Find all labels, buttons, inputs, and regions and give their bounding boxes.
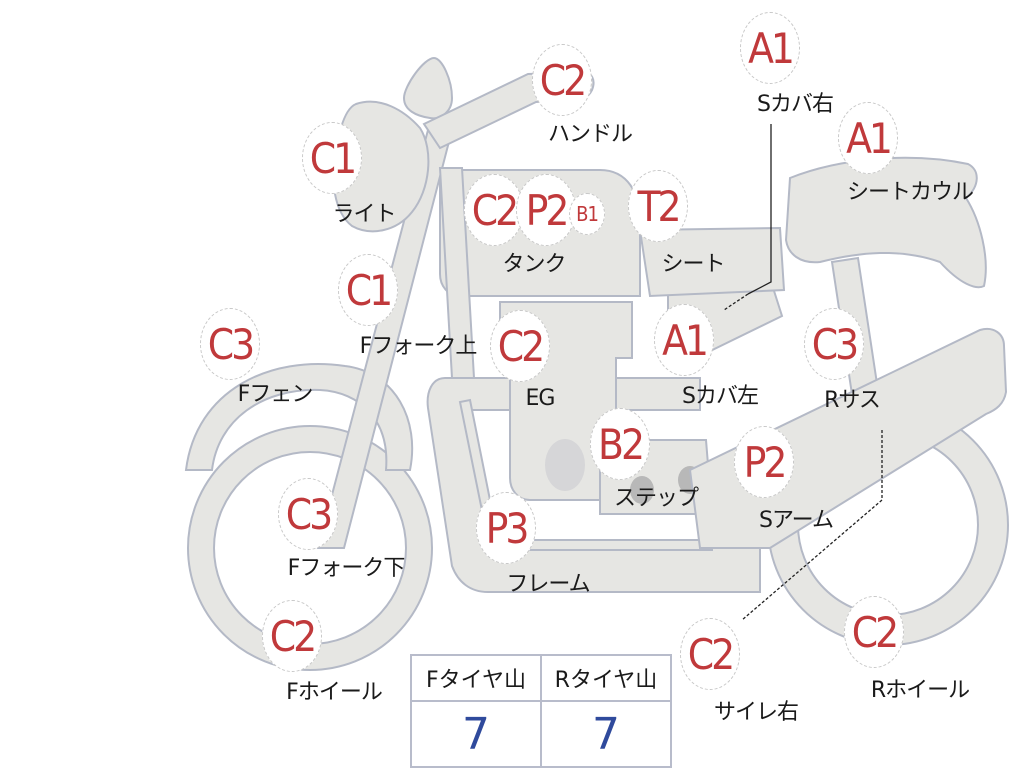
s-cover-left-grade-badge: A1	[654, 304, 714, 376]
seat-grade-badge: T2	[628, 170, 688, 242]
tank-b-grade-badge: B1	[569, 193, 605, 235]
rear-tire-tread-value: 7	[540, 700, 672, 768]
tank-p-label: タンク	[502, 252, 566, 277]
frame-grade-badge: P3	[476, 492, 536, 564]
swing-arm-grade-badge: P2	[734, 426, 794, 498]
seat-shape	[638, 226, 786, 298]
engine-grade-badge: C2	[490, 310, 550, 382]
s-cover-right-grade-badge: A1	[740, 12, 800, 84]
seat-cowl-grade-badge: A1	[838, 102, 898, 174]
step-label: ステップ	[613, 486, 699, 511]
f-fork-lower-label: Fフォーク下	[287, 556, 406, 581]
engine-label: EG	[525, 386, 556, 411]
tank-c-grade-badge: C2	[464, 174, 524, 246]
rear-tire-tread-header: Rタイヤ山	[540, 654, 672, 702]
front-fender-shape	[184, 363, 414, 471]
mirror-shape	[402, 56, 454, 120]
swing-arm-label: Sアーム	[759, 508, 834, 533]
front-tire-tread-value: 7	[410, 700, 542, 768]
silencer-right-label: サイレ右	[713, 700, 799, 725]
tank-p-grade-badge: P2	[516, 174, 576, 246]
handle-label: ハンドル	[547, 122, 633, 147]
light-label: ライト	[332, 202, 396, 227]
step-grade-badge: B2	[590, 408, 650, 480]
s-cover-left-label: Sカバ左	[682, 384, 759, 409]
seat-cowl-label: シートカウル	[846, 180, 974, 205]
seat-label: シート	[661, 252, 725, 277]
f-fork-lower-grade-badge: C3	[278, 478, 338, 550]
front-tire-tread-header: Fタイヤ山	[410, 654, 542, 702]
f-fender-label: Fフェン	[237, 382, 314, 407]
s-cover-right-label: Sカバ右	[757, 92, 834, 117]
silencer-leader	[741, 430, 883, 621]
f-fork-upper-grade-badge: C1	[338, 254, 398, 326]
r-wheel-grade-badge: C2	[844, 596, 904, 668]
silencer-right-grade-badge: C2	[680, 618, 740, 690]
f-wheel-label: Fホイール	[286, 680, 383, 705]
seat-cowl-shape	[784, 156, 987, 289]
light-grade-badge: C1	[302, 122, 362, 194]
f-fender-grade-badge: C3	[200, 308, 260, 380]
s-cover-right-leader	[747, 124, 772, 295]
frame-label: フレーム	[506, 572, 590, 597]
f-wheel-grade-badge: C2	[262, 600, 322, 672]
r-suspension-grade-badge: C3	[804, 308, 864, 380]
handle-grade-badge: C2	[532, 44, 592, 116]
tire-tread-table: Fタイヤ山 Rタイヤ山 7 7	[410, 654, 672, 768]
r-wheel-label: Rホイール	[870, 678, 970, 703]
r-suspension-label: Rサス	[824, 388, 881, 413]
f-fork-upper-label: Fフォーク上	[359, 334, 478, 359]
